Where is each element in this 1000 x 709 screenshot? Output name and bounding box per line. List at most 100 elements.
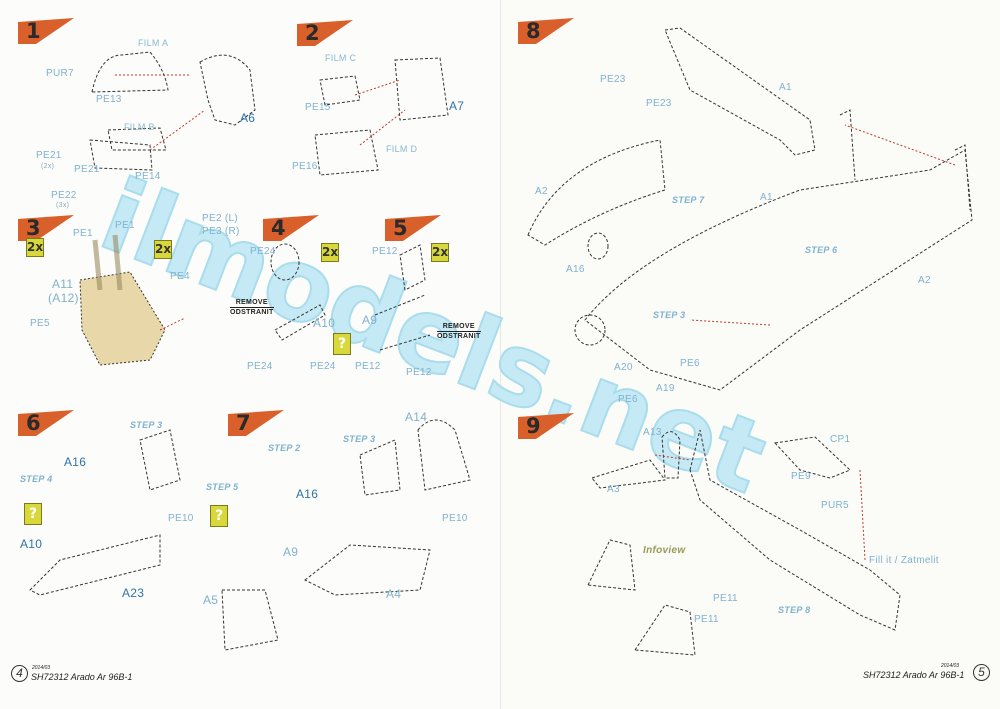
page-number-left: 4 (11, 665, 28, 682)
label-pe14: PE14 (135, 171, 161, 182)
a7-panel (394, 57, 449, 121)
label-pe6: PE6 (618, 394, 638, 405)
assembly-arrows (115, 74, 956, 561)
step-5-badge: 5 (385, 215, 441, 241)
a16-cowl (587, 232, 609, 260)
label-a6: A6 (240, 111, 256, 125)
label-pur7: PUR7 (46, 68, 74, 79)
panel-a6 (199, 54, 256, 126)
label-a10: A10 (313, 316, 336, 330)
option-icon: ? (210, 505, 228, 527)
label-pe10: PE10 (442, 513, 468, 524)
a9-part (374, 294, 431, 351)
label-pe12: PE12 (355, 361, 381, 372)
label-a2: A2 (918, 275, 931, 286)
infoview-detail (587, 539, 636, 591)
qty-2x-badge: 2x (26, 238, 44, 257)
frame-a14 (417, 419, 471, 491)
label-a10: A10 (20, 537, 43, 551)
label-a5: A5 (203, 593, 219, 607)
option-icon: ? (333, 333, 351, 355)
footer-title-left: SH72312 Arado Ar 96B-1 (31, 672, 133, 682)
footer-title-right: SH72312 Arado Ar 96B-1 (863, 670, 965, 680)
infoview-label: Infoview (643, 545, 686, 556)
label-film-a: FILM A (138, 38, 169, 48)
pe15-panel (319, 75, 361, 106)
label-pe24: PE24 (247, 361, 273, 372)
label-a9: A9 (283, 545, 299, 559)
step-ref: STEP 2 (268, 443, 301, 453)
label-a12: (A12) (48, 291, 79, 305)
label-a1: A1 (760, 192, 773, 203)
label-a2: A2 (535, 186, 548, 197)
label-cp1: CP1 (830, 434, 851, 445)
label-a16: A16 (64, 455, 87, 469)
instrument-panel (91, 51, 169, 93)
label-a11: A11 (52, 277, 74, 291)
step-4-badge: 4 (263, 215, 319, 241)
label-pe1: PE1 (115, 220, 135, 231)
frame-a5 (221, 589, 279, 651)
label-pe24: PE24 (250, 246, 276, 257)
page-number-right: 5 (973, 664, 990, 681)
floor-a23 (29, 534, 161, 596)
tail-fin (839, 109, 971, 211)
label-pe24: PE24 (310, 361, 336, 372)
step-ref: STEP 7 (672, 195, 705, 205)
qty-2x-badge: 2x (321, 243, 339, 262)
label-qty: (3x) (56, 202, 70, 209)
label-pe23: PE23 (646, 98, 672, 109)
step-7-badge: 7 (228, 410, 284, 436)
label-pe6: PE6 (680, 358, 700, 369)
step-3-badge: 3 (18, 215, 74, 241)
label-a1: A1 (779, 82, 792, 93)
label-pe9: PE9 (791, 471, 811, 482)
label-pe5: PE5 (30, 318, 50, 329)
qty-2x-badge: 2x (431, 243, 449, 262)
seat-step3 (139, 429, 181, 491)
label-a23: A23 (122, 586, 145, 600)
label-pur5: PUR5 (821, 500, 849, 511)
pe16-panel (314, 129, 379, 176)
step-6-badge: 6 (18, 410, 74, 436)
fuselage-half-a1 (664, 27, 816, 156)
label-film-b: FILM B (124, 122, 155, 132)
label-pe3: PE3 (R) (202, 226, 240, 237)
step-ref: STEP 3 (653, 310, 686, 320)
left-page (0, 0, 500, 709)
fuselage-half-a2 (527, 139, 666, 246)
label-pe22: PE22 (51, 190, 77, 201)
label-qty: (2x) (41, 163, 55, 170)
step-1-badge: 1 (18, 18, 74, 44)
pe24-part (270, 243, 300, 281)
label-pe21: PE21 (36, 150, 62, 161)
label-film-d: FILM D (386, 144, 418, 154)
label-pe12: PE12 (372, 246, 398, 257)
label-pe10: PE10 (168, 513, 194, 524)
label-pe11: PE11 (713, 593, 738, 604)
label-pe16: PE16 (292, 161, 318, 172)
aircraft-fuselage (689, 429, 901, 631)
step-ref: STEP 3 (130, 420, 163, 430)
step-9-badge: 9 (518, 413, 574, 439)
tailplane-a3 (591, 459, 666, 489)
label-a19: A19 (656, 383, 675, 394)
label-a9: A9 (362, 313, 378, 327)
film-b (107, 127, 167, 151)
label-pe2: PE2 (L) (202, 213, 239, 224)
fill-it-label: Fill it / Zatmelit (869, 555, 939, 566)
seat-step3-b (359, 439, 401, 496)
a10-part (274, 304, 326, 341)
rudder-a13 (661, 431, 681, 479)
seat-belts (92, 234, 123, 291)
label-a4: A4 (386, 587, 402, 601)
step-ref: STEP 4 (20, 474, 53, 484)
fuselage-assembled (584, 149, 973, 391)
label-pe12: PE12 (406, 367, 432, 378)
print-code-right: 2014/03 (941, 663, 960, 669)
label-a13: A13 (643, 427, 662, 438)
label-pe1: PE1 (73, 228, 93, 239)
label-a3: A3 (607, 484, 620, 495)
label-pe4: PE4 (170, 271, 190, 282)
